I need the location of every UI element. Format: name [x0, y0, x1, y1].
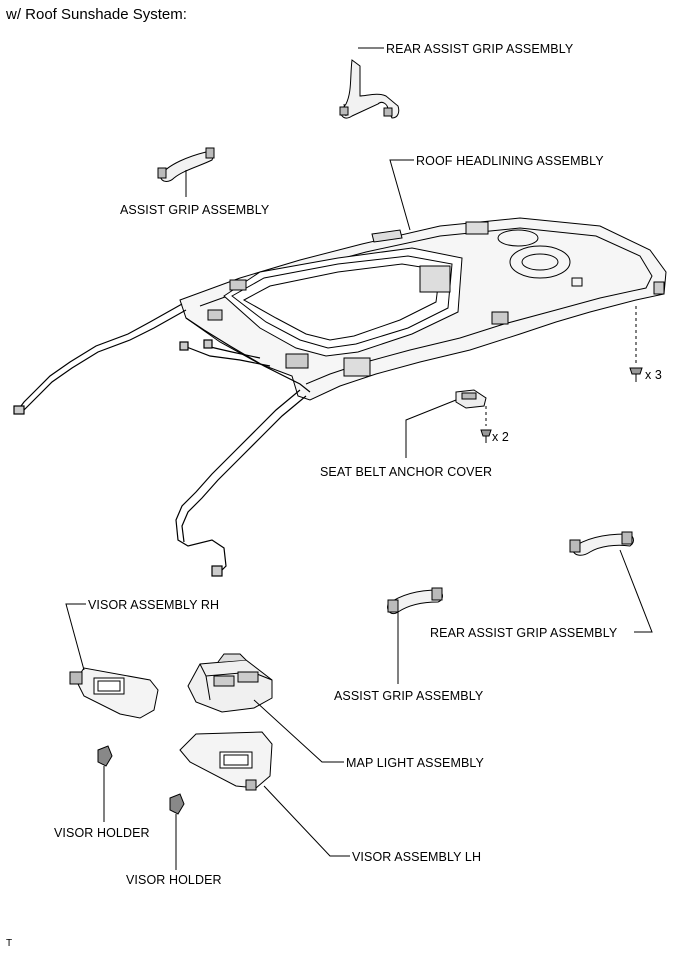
wire-harness-part — [13, 303, 311, 577]
label-visor-rh: VISOR ASSEMBLY RH — [88, 598, 220, 612]
label-assist-grip-center: ASSIST GRIP ASSEMBLY — [334, 689, 484, 703]
label-qty-2: x 2 — [492, 430, 509, 444]
seat-belt-anchor-cover-part — [455, 389, 487, 409]
visor-holder-2-part — [169, 793, 185, 815]
label-visor-lh: VISOR ASSEMBLY LH — [352, 850, 482, 864]
leader-seat-belt-anchor-cover — [405, 399, 457, 458]
label-qty-3: x 3 — [645, 368, 662, 382]
bolt-x3-part — [629, 367, 643, 382]
map-light-part — [187, 653, 273, 713]
leader-visor-rh — [65, 603, 86, 671]
leader-visor-lh — [263, 785, 350, 857]
footer-code: T — [6, 938, 13, 949]
rear-assist-grip-top-part — [339, 59, 400, 119]
visor-rh-part — [69, 667, 159, 719]
label-seat-belt-anchor-cover: SEAT BELT ANCHOR COVER — [320, 465, 493, 479]
assist-grip-left-part — [157, 147, 215, 182]
visor-holder-1-part — [97, 745, 113, 767]
bolt-x2-part — [480, 429, 492, 443]
rear-assist-grip-right-part — [569, 531, 634, 556]
label-visor-holder-1: VISOR HOLDER — [54, 826, 150, 840]
label-rear-assist-grip-top: REAR ASSIST GRIP ASSEMBLY — [386, 42, 574, 56]
label-roof-headlining: ROOF HEADLINING ASSEMBLY — [416, 154, 604, 168]
visor-lh-part — [179, 731, 273, 791]
leader-map-light — [253, 699, 344, 763]
label-visor-holder-2: VISOR HOLDER — [126, 873, 222, 887]
label-map-light: MAP LIGHT ASSEMBLY — [346, 756, 484, 770]
diagram-title: w/ Roof Sunshade System: — [6, 6, 187, 23]
roof-headlining-part — [179, 217, 667, 401]
label-assist-grip-left: ASSIST GRIP ASSEMBLY — [120, 203, 270, 217]
label-rear-assist-grip-right: REAR ASSIST GRIP ASSEMBLY — [430, 626, 618, 640]
leader-roof-headlining — [389, 159, 414, 231]
leader-rear-assist-grip-right — [619, 549, 653, 633]
assist-grip-center-part — [387, 587, 443, 615]
